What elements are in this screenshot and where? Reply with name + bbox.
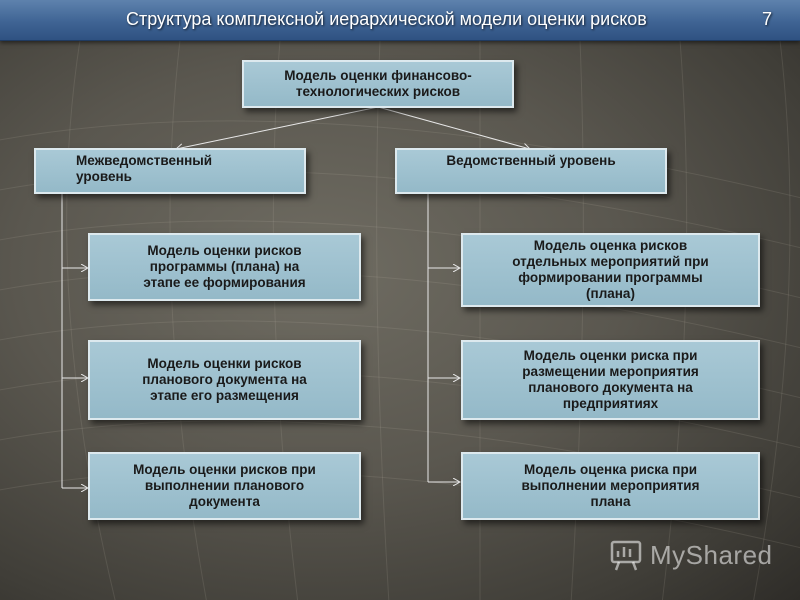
left-item-label: Модель оценки рисков при выполнении план… xyxy=(133,462,316,509)
right-item-label: Модель оценка рисков отдельных мероприят… xyxy=(512,238,709,301)
interdepartmental-level-node: Межведомственный уровень xyxy=(34,148,306,194)
root-node: Модель оценки финансово- технологических… xyxy=(242,60,514,108)
myshared-watermark: MyShared xyxy=(608,535,773,575)
right-item-label: Модель оценки риска при размещении мероп… xyxy=(522,348,699,411)
left-item-label: Модель оценки рисков планового документа… xyxy=(142,356,307,403)
slide-title: Структура комплексной иерархической моде… xyxy=(126,9,647,29)
presentation-board-icon xyxy=(610,540,642,571)
interdepartmental-level-label: Межведомственный уровень xyxy=(76,153,213,184)
departmental-level-node: Ведомственный уровень xyxy=(395,148,667,194)
left-item-node: Модель оценки рисков при выполнении план… xyxy=(88,452,361,520)
root-node-label: Модель оценки финансово- технологических… xyxy=(284,68,472,99)
right-item-label: Модель оценка риска при выполнении мероп… xyxy=(521,462,700,509)
page-number: 7 xyxy=(761,9,772,29)
right-item-node: Модель оценка риска при выполнении мероп… xyxy=(461,452,760,520)
departmental-level-label: Ведомственный уровень xyxy=(446,153,616,168)
left-item-label: Модель оценки рисков программы (плана) н… xyxy=(143,243,306,290)
slide-header: Структура комплексной иерархической моде… xyxy=(0,0,800,41)
left-item-node: Модель оценки рисков программы (плана) н… xyxy=(88,233,361,301)
right-item-node: Модель оценки риска при размещении мероп… xyxy=(461,340,760,420)
right-item-node: Модель оценка рисков отдельных мероприят… xyxy=(461,233,760,307)
left-item-node: Модель оценки рисков планового документа… xyxy=(88,340,361,420)
watermark-text: MyShared xyxy=(650,539,773,570)
